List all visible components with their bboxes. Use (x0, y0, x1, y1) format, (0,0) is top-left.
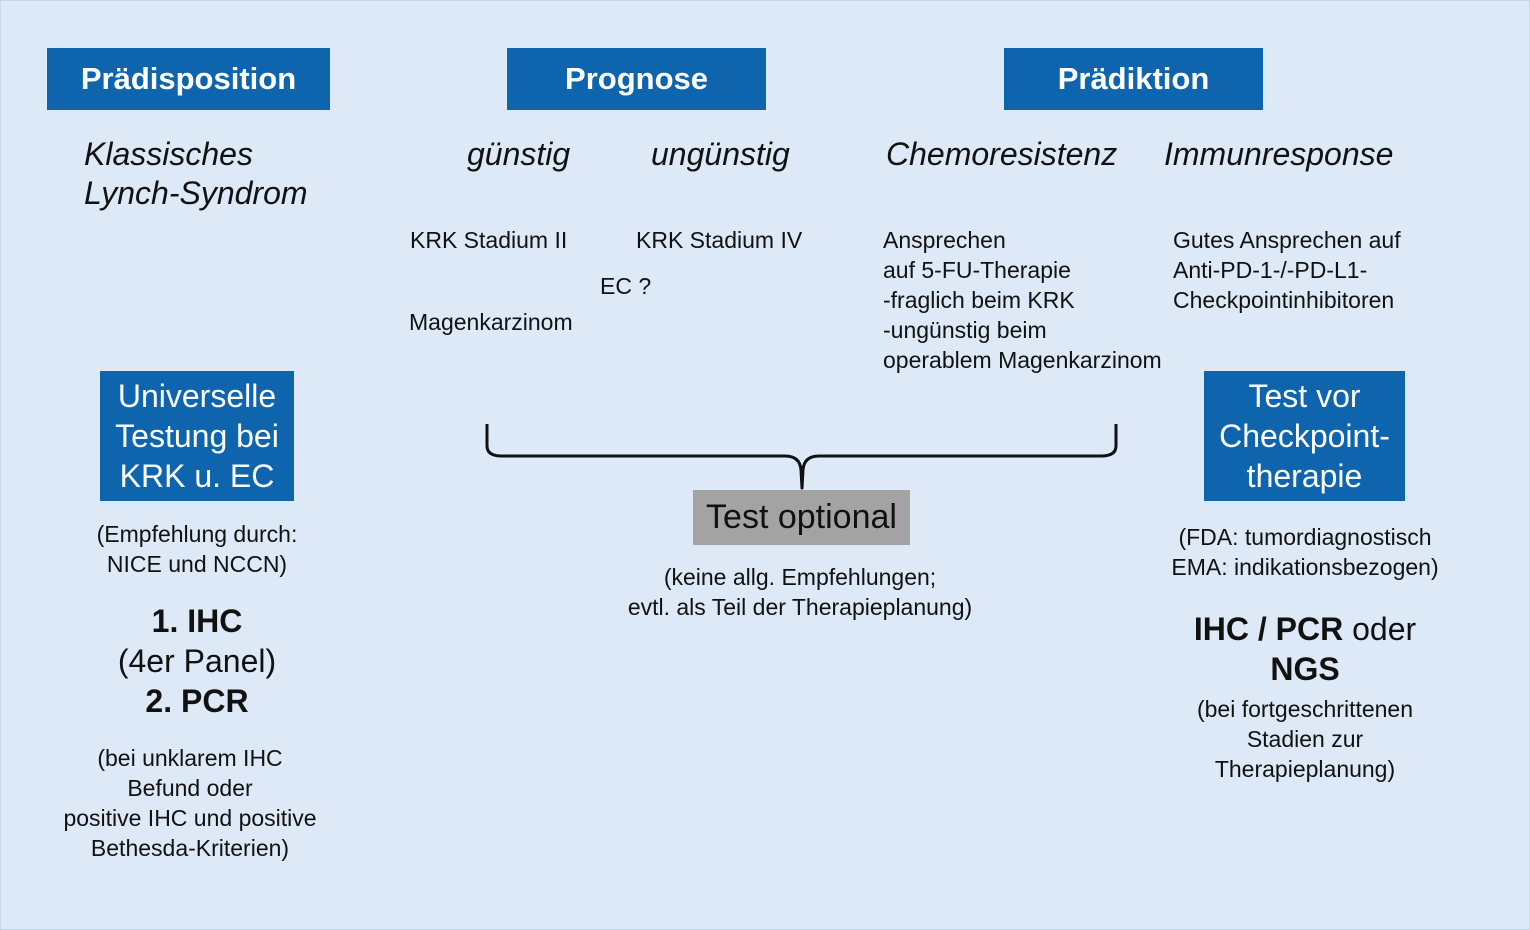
ihc-line1: 1. IHC (151, 603, 243, 639)
curly-brace (485, 424, 1118, 490)
ihc-pcr-list: 1. IHC (4er Panel) 2. PCR (47, 601, 347, 721)
label-klassisches-line2: Lynch-Syndrom (84, 175, 308, 211)
chemo-line: operablem Magenkarzinom (883, 347, 1162, 373)
keine-line: evtl. als Teil der Therapieplanung) (627, 594, 973, 620)
chemo-line: Ansprechen (883, 227, 1006, 253)
checkpoint-line: Checkpoint- (1219, 418, 1390, 454)
header-praediktion: Prädiktion (1004, 48, 1263, 110)
immun-line: Anti-PD-1-/-PD-L1- (1173, 257, 1368, 283)
label-klassisches-line1: Klassisches (84, 136, 253, 172)
text-keine-empfehlungen: (keine allg. Empfehlungen; evtl. als Tei… (570, 562, 1030, 622)
universal-line: Universelle (117, 378, 277, 414)
label-chemoresistenz: Chemoresistenz (886, 136, 1118, 172)
immun-line: Checkpointinhibitoren (1173, 287, 1395, 313)
empfehlung-line: NICE und NCCN) (106, 551, 288, 577)
text-ec: EC ? (600, 273, 652, 299)
ihc-line3: 2. PCR (145, 683, 249, 719)
text-chemoresistenz-detail: Ansprechen auf 5-FU-Therapie -fraglich b… (883, 225, 1162, 375)
chemo-line: auf 5-FU-Therapie (883, 257, 1071, 283)
text-unklarer-befund: (bei unklarem IHC Befund oder positive I… (20, 743, 360, 863)
header-praedisposition: Prädisposition (47, 48, 330, 110)
ngs-oder: oder (1343, 611, 1417, 647)
fort-line: Stadien zur (1246, 726, 1364, 752)
fort-line: Therapieplanung) (1214, 756, 1396, 782)
chemo-line: -fraglich beim KRK (883, 287, 1075, 313)
ngs-line2: NGS (1270, 651, 1340, 687)
unklar-line: Bethesda-Kriterien) (90, 835, 290, 861)
text-krk-stadium-ii: KRK Stadium II (410, 227, 568, 253)
text-fda-ema: (FDA: tumordiagnostisch EMA: indikations… (1135, 522, 1475, 582)
universal-line: Testung bei (115, 418, 279, 454)
unklar-line: positive IHC und positive (63, 805, 317, 831)
box-test-vor-checkpointtherapie: Test vor Checkpoint- therapie (1204, 371, 1405, 501)
unklar-line: Befund oder (127, 775, 253, 801)
empfehlung-line: (Empfehlung durch: (96, 521, 298, 547)
keine-line: (keine allg. Empfehlungen; (663, 564, 937, 590)
ngs-line1: IHC / PCR oder (1135, 609, 1475, 649)
text-fortgeschrittene-stadien: (bei fortgeschrittenen Stadien zur Thera… (1135, 694, 1475, 784)
fda-line: (FDA: tumordiagnostisch (1178, 524, 1432, 550)
universal-line: KRK u. EC (119, 458, 275, 494)
unklar-line: (bei unklarem IHC (97, 745, 283, 771)
text-magenkarzinom: Magenkarzinom (409, 309, 573, 335)
checkpoint-line: Test vor (1248, 378, 1361, 414)
text-krk-stadium-iv: KRK Stadium IV (636, 227, 803, 253)
chemo-line: -ungünstig beim (883, 317, 1047, 343)
label-immunresponse: Immunresponse (1164, 136, 1394, 172)
ihc-line2: (4er Panel) (117, 643, 277, 679)
fort-line: (bei fortgeschrittenen (1196, 696, 1414, 722)
checkpoint-line: therapie (1246, 458, 1363, 494)
ngs-bold1: IHC / PCR (1193, 611, 1344, 647)
header-prognose: Prognose (507, 48, 766, 110)
box-test-optional: Test optional (693, 490, 910, 545)
text-immunresponse-detail: Gutes Ansprechen auf Anti-PD-1-/-PD-L1- … (1173, 225, 1401, 315)
immun-line: Gutes Ansprechen auf (1173, 227, 1401, 253)
fda-line: EMA: indikationsbezogen) (1171, 554, 1439, 580)
ihc-pcr-ngs: IHC / PCR oder NGS (1135, 609, 1475, 689)
label-klassisches-lynch: Klassisches Lynch-Syndrom (84, 135, 308, 213)
text-empfehlung: (Empfehlung durch: NICE und NCCN) (40, 519, 354, 579)
label-guenstig: günstig (467, 136, 571, 172)
box-universelle-testung: Universelle Testung bei KRK u. EC (100, 371, 294, 501)
label-unguenstig: ungünstig (651, 136, 790, 172)
